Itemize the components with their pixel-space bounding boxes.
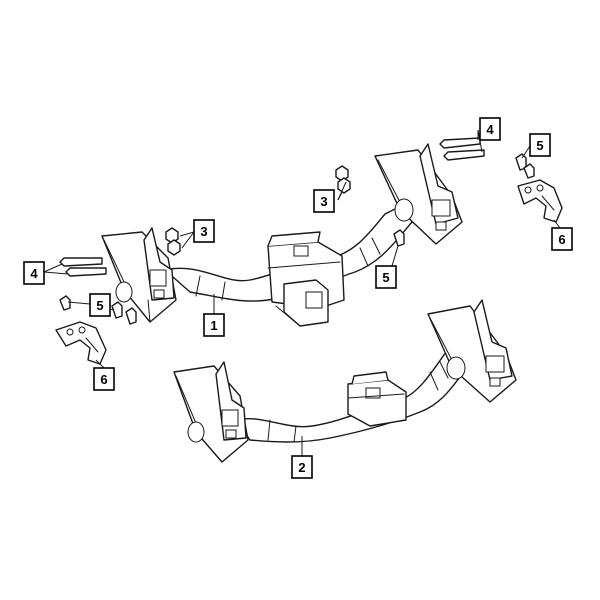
callout-2: 2	[291, 455, 313, 479]
small-bolt-center	[393, 229, 405, 247]
callout-1: 1	[203, 313, 225, 337]
svg-text:4: 4	[486, 122, 494, 137]
tow-hook-right	[517, 179, 563, 223]
callout-5-left: 5	[89, 293, 111, 317]
hitch-assembly-lower	[173, 299, 517, 463]
tow-hook-left	[55, 321, 107, 365]
bolt-pair-left	[59, 257, 107, 277]
svg-text:2: 2	[298, 460, 305, 475]
svg-text:5: 5	[96, 298, 103, 313]
svg-text:4: 4	[30, 266, 38, 281]
leader-lines	[43, 129, 561, 456]
svg-text:6: 6	[100, 372, 107, 387]
callout-6-left: 6	[93, 367, 115, 391]
callout-5-center: 5	[375, 265, 397, 289]
callout-4-left: 4	[23, 261, 45, 285]
svg-text:5: 5	[536, 138, 543, 153]
callout-5-right: 5	[529, 133, 551, 157]
callout-3-right: 3	[313, 189, 335, 213]
bolt-pair-right	[439, 137, 485, 161]
nut-pair-left	[165, 227, 181, 256]
callout-3-left: 3	[193, 219, 215, 243]
callout-4-right: 4	[479, 117, 501, 141]
svg-text:3: 3	[200, 224, 207, 239]
hitch-assembly-upper	[101, 143, 463, 327]
small-bolts-right	[515, 153, 535, 179]
svg-text:6: 6	[558, 232, 565, 247]
svg-text:1: 1	[210, 318, 217, 333]
nut-pair-right	[335, 165, 351, 194]
svg-text:5: 5	[382, 270, 389, 285]
svg-text:3: 3	[320, 194, 327, 209]
small-bolts-left	[59, 295, 137, 325]
callout-6-right: 6	[551, 227, 573, 251]
